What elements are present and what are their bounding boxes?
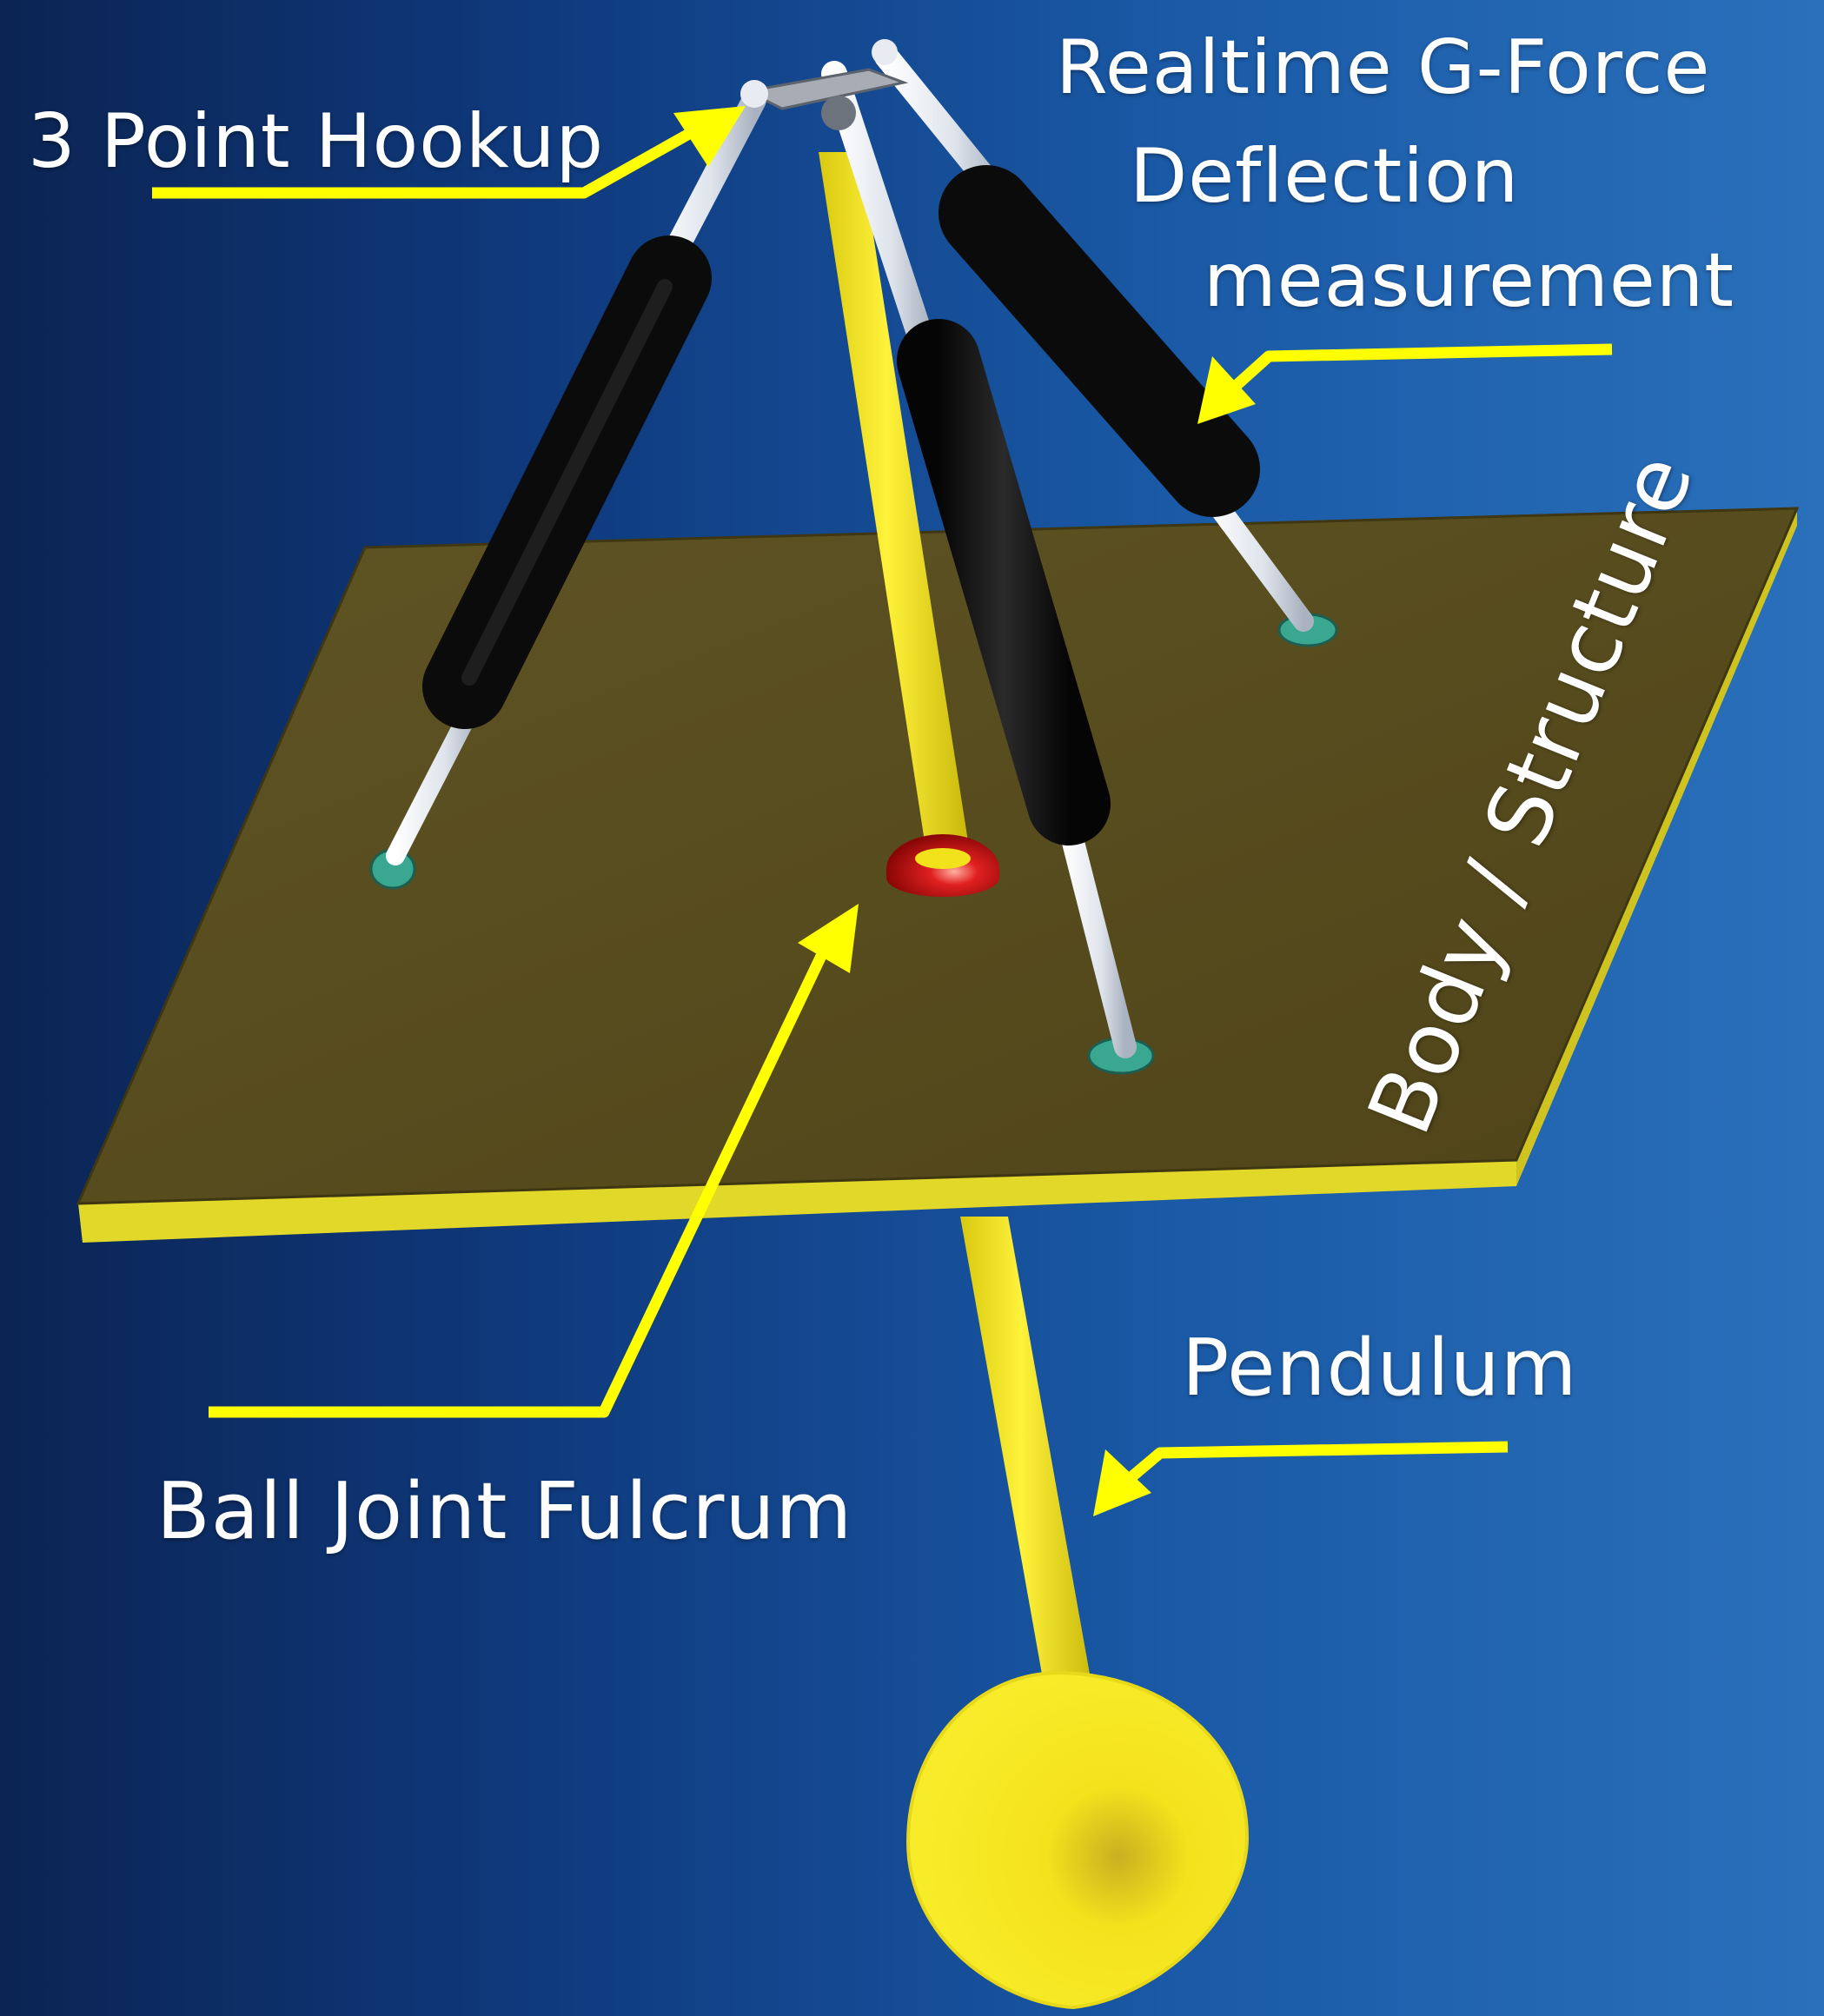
platform-edge <box>78 1160 1516 1243</box>
ball-joint <box>886 834 999 897</box>
label-gforce-line1: Realtime G-Force <box>1056 24 1711 111</box>
label-ball-joint-fulcrum: Ball Joint Fulcrum <box>156 1466 853 1557</box>
front-cylinder <box>897 319 1111 846</box>
pendulum-upper-rod <box>819 152 969 847</box>
right-cylinder <box>939 165 1260 517</box>
label-3-point-hookup: 3 Point Hookup <box>28 98 605 185</box>
left-leg <box>386 88 766 865</box>
label-gforce-line2: Deflection <box>1130 133 1520 220</box>
label-gforce-line3: measurement <box>1204 237 1734 324</box>
label-pendulum: Pendulum <box>1182 1323 1578 1414</box>
arrow-fulcrum <box>209 904 859 1418</box>
arrow-gforce <box>1197 343 1613 424</box>
pendulum-bob <box>905 1670 1250 2010</box>
platform-right-edge <box>1516 508 1797 1186</box>
hookup-plate <box>740 39 909 130</box>
right-leg <box>874 44 1314 632</box>
arrow-hookup <box>152 106 746 199</box>
pendulum-lower <box>905 1217 1250 2010</box>
arrow-pendulum <box>1093 1441 1509 1516</box>
